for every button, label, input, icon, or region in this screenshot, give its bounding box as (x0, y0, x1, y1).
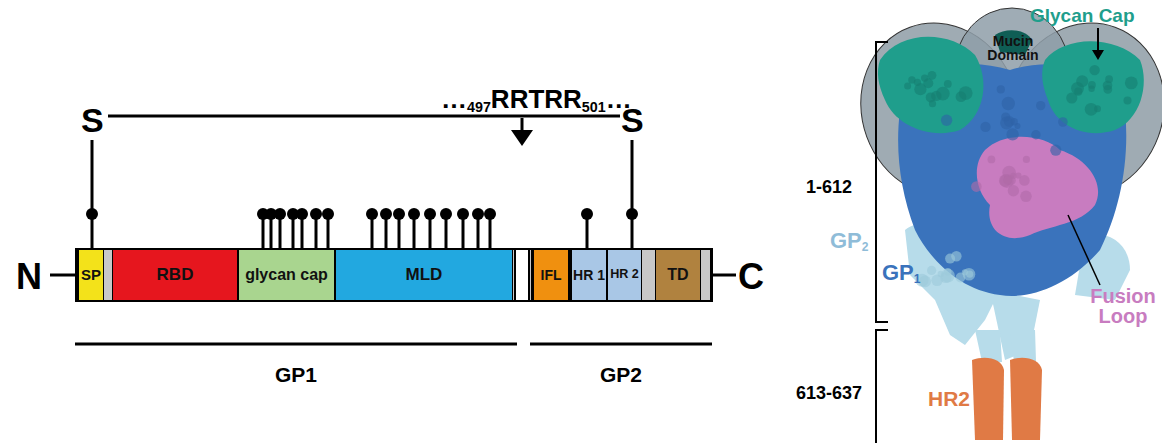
region-label: HR2 (928, 388, 970, 409)
label-group: GP1 (882, 262, 921, 285)
atom-label: S (81, 103, 104, 137)
glycan-sites (86, 208, 638, 248)
domain-box: MLD (335, 248, 513, 302)
subunit-label: 1 (914, 272, 921, 286)
domain-label: SP (81, 267, 101, 283)
domain-box: HR 2 (607, 248, 642, 302)
label-group: …497RRTRR501… (441, 86, 632, 114)
residue-number: 501 (582, 99, 606, 115)
terminus-line (712, 274, 736, 277)
domain-box: SP (78, 248, 104, 302)
domain-label: glycan cap (245, 267, 328, 284)
cleavage-arrow (521, 118, 524, 132)
domain-label: RBD (157, 266, 194, 284)
domain-box: IFL (533, 248, 569, 302)
domain-border (528, 248, 530, 302)
terminus-line (50, 274, 75, 277)
domain-label: MLD (406, 266, 443, 284)
residue-number: 497 (467, 99, 491, 115)
domain-box: HR 1 (571, 248, 607, 302)
domain-label: TD (667, 267, 688, 284)
domain-label: HR 1 (573, 268, 605, 283)
domain-label: HR 2 (610, 268, 639, 281)
disulfide-line (631, 140, 634, 212)
label-group: GP2 (830, 230, 869, 253)
subunit-label: GP (882, 260, 914, 285)
region-label: Mucin Domain (983, 34, 1043, 62)
residue-range: 613-637 (796, 384, 862, 402)
subunit-label: 2 (862, 240, 869, 254)
domain-box: glycan cap (238, 248, 335, 302)
subunit-label: GP1 (275, 364, 317, 385)
region-label: Fusion Loop (1088, 286, 1158, 326)
sequence-dots: … (441, 84, 467, 114)
cleavage-site: RRTRR (491, 84, 582, 114)
sequence-dots: … (606, 84, 632, 114)
region-label: Glycan Cap (1030, 6, 1135, 25)
subunit-line (530, 343, 712, 346)
subunit-label: GP (830, 228, 862, 253)
domain-box: RBD (112, 248, 238, 302)
subunit-label: GP2 (600, 364, 642, 385)
domain-border (514, 248, 516, 302)
domain-label: IFL (541, 268, 562, 283)
cleavage-arrow (511, 130, 533, 146)
domain-border (710, 248, 713, 302)
disulfide-line (91, 140, 94, 212)
terminus-label: C (738, 259, 764, 295)
disulfide-line (108, 115, 620, 118)
domain-box: TD (655, 248, 701, 302)
protein-structure (837, 1, 1162, 443)
terminus-label: N (16, 259, 42, 295)
subunit-line (75, 343, 517, 346)
residue-range: 1-612 (806, 178, 852, 196)
